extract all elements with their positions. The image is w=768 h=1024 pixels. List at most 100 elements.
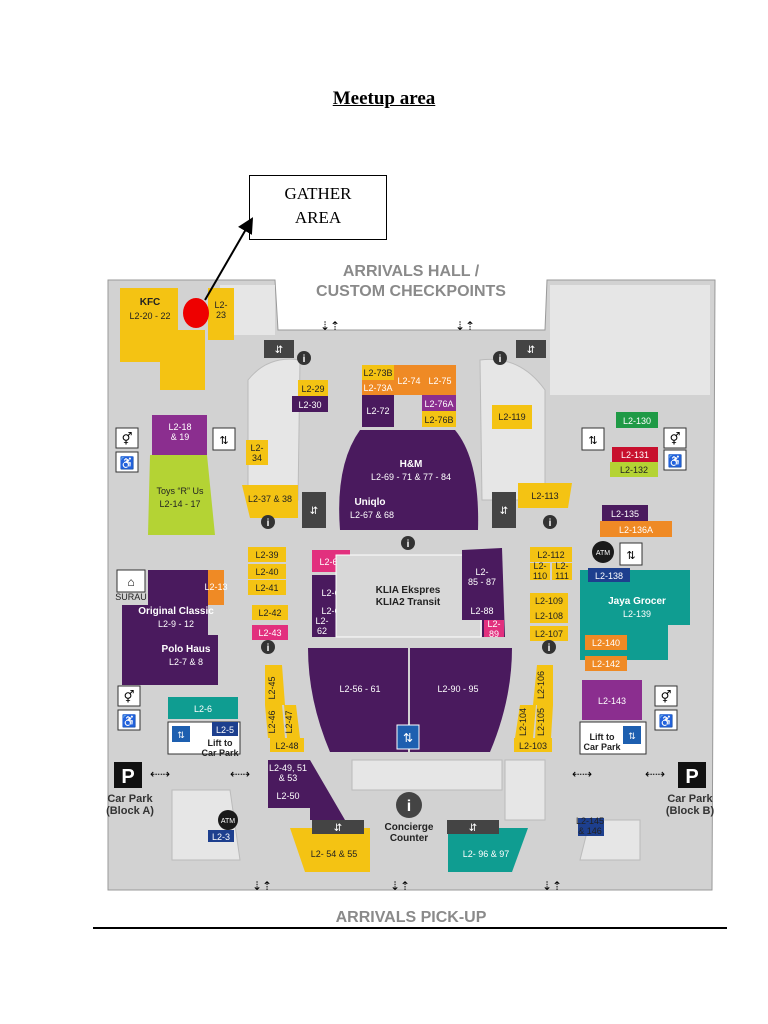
- lift-center-icon: [396, 724, 420, 750]
- l2-109-label: L2-109: [535, 596, 563, 606]
- toilet-left-top-glyph: ⚥: [122, 432, 133, 446]
- store-l2-96-97: [448, 828, 528, 872]
- l2-131-label: L2-131: [621, 450, 649, 460]
- store-l2-113: [518, 483, 572, 508]
- exit-arrow-bottom-3: ⇣⇡: [542, 879, 562, 893]
- toilet-right-top-icon: [663, 427, 687, 449]
- toys-name: Toys “R” Us: [157, 486, 204, 496]
- store-l2-73b: [362, 365, 394, 380]
- l2-113-label: L2-113: [531, 491, 558, 501]
- exit-arrow-top-1: ⇣⇡: [320, 319, 340, 333]
- l2-105-label: L2-105: [536, 708, 546, 736]
- store-l2-30: [292, 396, 328, 412]
- concierge-info-glyph: i: [407, 798, 411, 815]
- l2-85-label: L2-85 - 87: [468, 567, 496, 587]
- parking-right-icon: [678, 762, 706, 788]
- l2-73b-label: L2-73B: [363, 368, 392, 378]
- l2-3-label: L2-3: [212, 832, 230, 842]
- bottom-rule: [93, 927, 727, 929]
- exit-arrow-right-1: ⇠⇢: [572, 767, 592, 781]
- store-l2-39: [248, 547, 286, 562]
- l2-23-label: L2-23: [214, 300, 227, 320]
- l2-142-label: L2-142: [592, 659, 620, 669]
- l2-90-label: L2-90 - 95: [437, 684, 478, 694]
- escalator-top-right-glyph: ⇵: [527, 345, 535, 356]
- l2-96-label: L2- 96 & 97: [463, 849, 510, 859]
- l2-56-label: L2-56 - 61: [339, 684, 380, 694]
- store-l2-6: [168, 697, 238, 719]
- atm-right-icon: [592, 541, 614, 563]
- info-glyph-lower-left: i: [267, 643, 270, 654]
- store-l2-136a: [600, 521, 672, 537]
- store-l2-119: [492, 405, 532, 429]
- l2-104-label: L2-104: [518, 708, 528, 736]
- lift-right-arrows-icon: ⇅: [628, 731, 636, 741]
- store-l2-18: [152, 415, 207, 455]
- store-hm-uniqlo: [339, 430, 479, 530]
- l2-47-label: L2-47: [284, 710, 294, 733]
- surau-icon: ⌂: [127, 575, 134, 589]
- atm-left-icon: [218, 810, 238, 830]
- store-l2-112: [530, 547, 572, 562]
- store-l2-48: [270, 738, 304, 752]
- store-l2-105: [535, 705, 553, 738]
- store-l2-72: [362, 395, 394, 427]
- store-l2-23: [208, 288, 234, 340]
- store-l2-103: [514, 738, 552, 752]
- accessible-left-low-glyph: ♿: [122, 714, 137, 728]
- l2-39-label: L2-39: [255, 550, 278, 560]
- klia-ekspres-station: [335, 554, 482, 638]
- store-l2-73a: [362, 380, 394, 395]
- store-l2-40: [248, 564, 286, 579]
- toilet-right-low-glyph: ⚥: [661, 690, 672, 704]
- lift-left-arrows-icon: ⇅: [177, 730, 185, 740]
- store-original-classic-polo-haus: [122, 570, 218, 685]
- escalator-mid-left-glyph: ⇵: [310, 506, 318, 517]
- l2-49-label: L2-49, 51& 53: [269, 763, 307, 783]
- store-l2-5-b: [212, 722, 238, 736]
- escalator-mid-right-icon: [492, 492, 516, 528]
- car-park-a-label: Car Park(Block A): [106, 793, 154, 817]
- info-glyph-mid-left: i: [267, 518, 270, 529]
- arrivals-pickup-header: ARRIVALS PICK-UP: [336, 909, 487, 926]
- info-icon-mid-right: [543, 515, 557, 529]
- kfc-unit: L2-20 - 22: [129, 311, 170, 321]
- l2-112-label: L2-112: [537, 550, 564, 560]
- l2-107-label: L2-107: [535, 629, 563, 639]
- l2-76b-label: L2-76B: [424, 415, 453, 425]
- l2-45-label: L2-45: [267, 676, 277, 699]
- corridor-bottom-center: [351, 759, 503, 791]
- lift-right-mid-glyph: ⇅: [626, 550, 635, 562]
- l2-136a-label: L2-136A: [619, 525, 653, 535]
- atm-left-label: ATM: [221, 818, 235, 825]
- store-l2-110: [530, 563, 550, 580]
- store-l2-76b: [422, 411, 456, 427]
- accessible-left-top-glyph: ♿: [120, 456, 135, 470]
- store-l2-142: [585, 656, 627, 671]
- exit-arrow-bottom-2: ⇣⇡: [390, 879, 410, 893]
- info-icon-top-right: [493, 351, 507, 365]
- store-l2-90-95: [410, 648, 512, 752]
- atm-right-label: ATM: [596, 550, 610, 557]
- escalator-mid-right-glyph: ⇵: [500, 506, 508, 517]
- store-l2-140: [585, 635, 627, 650]
- l2-5-label-b: L2-5: [216, 725, 234, 735]
- exit-arrow-left-2: ⇠⇢: [230, 767, 250, 781]
- l2-74-label: L2-74: [397, 376, 420, 386]
- l2-89-label: L2-89: [487, 619, 500, 639]
- klia-ekspres-label: KLIA Ekspres: [376, 585, 441, 596]
- corridor-top-right-block: [550, 285, 710, 395]
- store-l2-3: [208, 830, 234, 842]
- l2-48-label: L2-48: [275, 741, 298, 751]
- accessible-right-low-icon: [654, 709, 678, 731]
- l2-63-label: L2-63: [321, 606, 344, 616]
- escalator-top-right-icon: [516, 340, 546, 358]
- exit-arrow-left-1: ⇠⇢: [150, 767, 170, 781]
- l2-66-label: L2-66: [319, 557, 342, 567]
- toilet-left-top-icon: [115, 427, 139, 449]
- l2-73a-label: L2-73A: [363, 383, 392, 393]
- store-l2-41: [248, 580, 286, 595]
- l2-143-label: L2-143: [598, 696, 626, 706]
- l2-40-label: L2-40: [255, 567, 278, 577]
